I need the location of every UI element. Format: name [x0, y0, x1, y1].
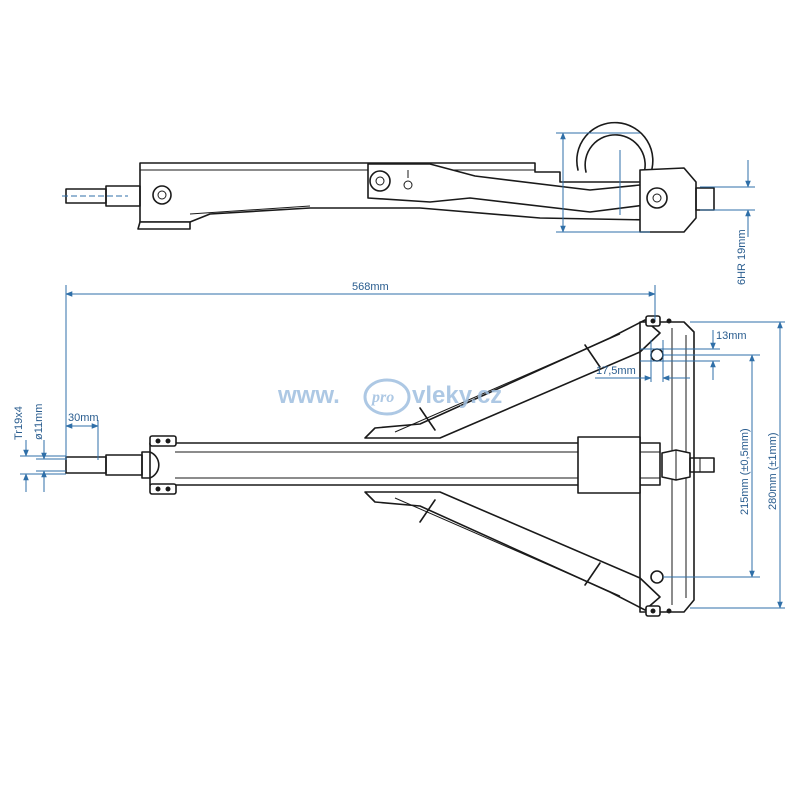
side-main-tube	[139, 162, 651, 223]
side-wheel	[576, 121, 654, 176]
side-lever-bolt	[369, 170, 391, 192]
side-head-bolt	[646, 187, 668, 209]
plan-gear-housing	[577, 436, 641, 494]
plan-spindle	[65, 456, 107, 474]
plan-main-bar	[149, 442, 661, 486]
total-width-label: 280mm (±1mm)	[767, 432, 779, 510]
plan-mount-hole-top	[650, 348, 664, 362]
hole-offset-label: 17,5mm	[596, 365, 636, 377]
side-bolt-left	[152, 185, 172, 205]
plan-drive-shaft	[689, 457, 715, 473]
plan-lower-arm	[364, 491, 661, 611]
plan-frame-plate	[639, 321, 695, 613]
watermark-badge-icon	[363, 378, 411, 416]
thread-label: Tr19x4	[13, 406, 25, 440]
overall-length-label: 568mm	[352, 281, 389, 293]
side-hex-stub	[695, 187, 715, 211]
watermark-suffix: vleky.cz	[412, 382, 502, 409]
watermark: www. pro vleky.cz	[277, 378, 502, 416]
plan-dimensions: 568mm 30mm Tr19x4 ø11mm 13mm 17,5mm 215m…	[13, 281, 785, 609]
hole-height-label: 13mm	[716, 330, 747, 342]
hole-spacing-label: 215mm (±0,5mm)	[739, 428, 751, 515]
watermark-badge: pro	[370, 389, 394, 406]
plan-upper-arm	[364, 319, 661, 439]
side-lever-arm	[367, 163, 646, 213]
side-foot-plate	[137, 221, 191, 230]
plan-swivel-head	[141, 451, 160, 479]
plan-spindle-collar	[105, 454, 143, 476]
rod-diameter-label: ø11mm	[33, 404, 45, 440]
side-dimensions: 6HR 19mm	[62, 132, 755, 285]
inner-rod-label: 30mm	[68, 412, 99, 424]
plan-view	[65, 315, 715, 617]
plan-mount-hole-bottom	[650, 570, 664, 584]
watermark-prefix: www.	[277, 382, 340, 409]
hex-dimension-label: 6HR 19mm	[736, 229, 748, 285]
side-view	[65, 121, 715, 233]
